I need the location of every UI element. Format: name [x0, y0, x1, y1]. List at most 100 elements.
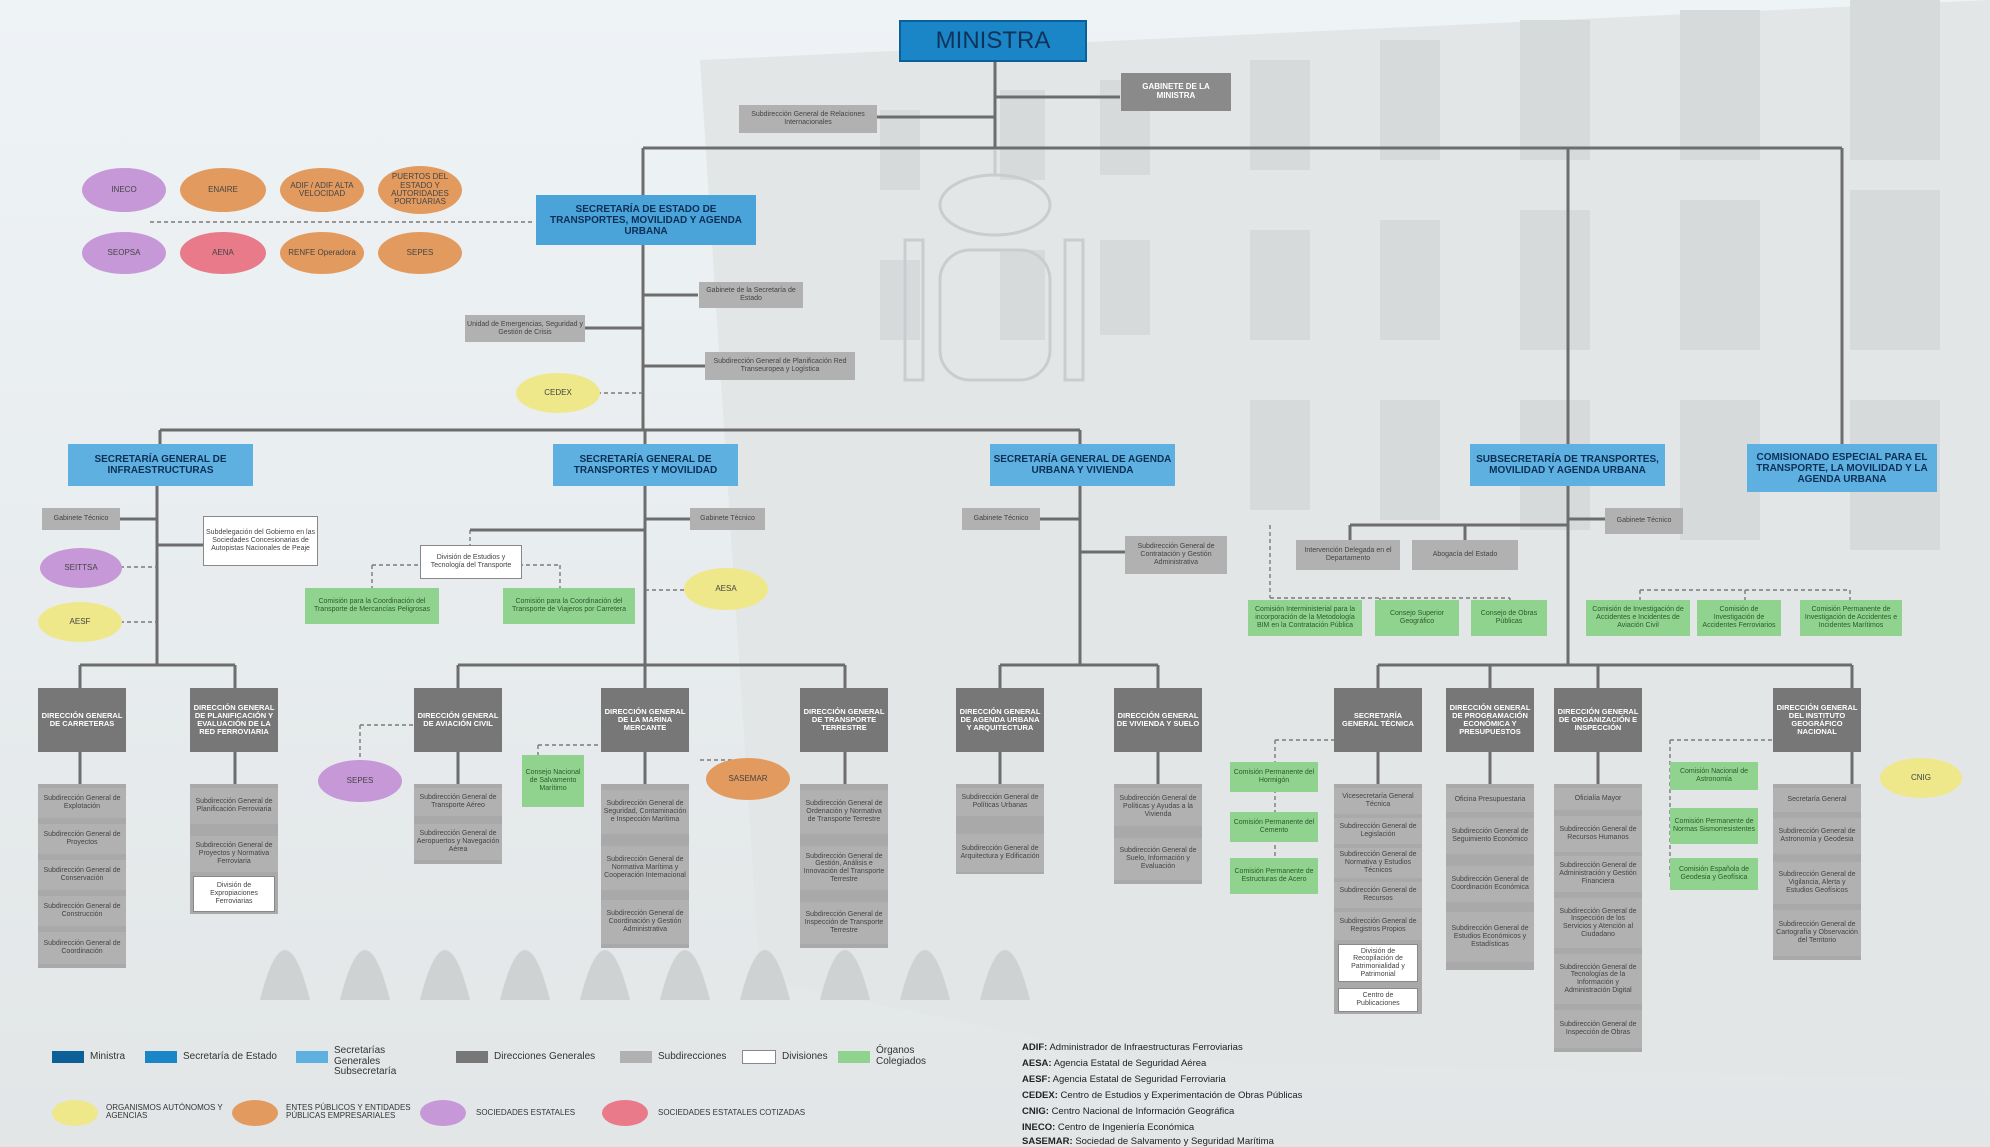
sg-planificacion-box[interactable]: Subdirección General de Planificación Re…: [705, 352, 855, 380]
organo-consejo-obras-publicas[interactable]: Consejo de Obras Públicas: [1471, 600, 1547, 636]
planif-division-expropiaciones[interactable]: División de Expropiaciones Ferroviarias: [193, 876, 275, 912]
infra-gabinete-tecnico-box[interactable]: Gabinete Técnico: [42, 508, 120, 530]
terrestre-sub-gestion[interactable]: Subdirección General de Gestión, Análisi…: [800, 846, 888, 890]
sg-agenda-urbana-box[interactable]: SECRETARÍA GENERAL DE AGENDA URBANA Y VI…: [990, 444, 1175, 486]
sgt-comision-cemento[interactable]: Comisión Permanente del Cemento: [1230, 812, 1318, 842]
marina-sub-normativa[interactable]: Subdirección General de Normativa Maríti…: [601, 846, 689, 890]
terrestre-sub-inspeccion[interactable]: Subdirección General de Inspección de Tr…: [800, 902, 888, 944]
org-sub-oficialia-mayor[interactable]: Oficialía Mayor: [1554, 788, 1642, 810]
sgt-comision-acero[interactable]: Comisión Permanente de Estructuras de Ac…: [1230, 858, 1318, 894]
aviacion-sub-aeropuertos[interactable]: Subdirección General de Aeropuertos y Na…: [414, 824, 502, 860]
dg-transporte-terrestre-box[interactable]: DIRECCIÓN GENERAL DE TRANSPORTE TERRESTR…: [800, 688, 888, 752]
agenda-sub-politicas-urbanas[interactable]: Subdirección General de Políticas Urbana…: [956, 788, 1044, 816]
prog-sub-seguimiento[interactable]: Subdirección General de Seguimiento Econ…: [1446, 818, 1534, 854]
sgt-div-patrimonialidad[interactable]: División de Recopilación de Patrimoniali…: [1338, 944, 1418, 982]
vivienda-sub-suelo[interactable]: Subdirección General de Suelo, Informaci…: [1114, 838, 1202, 880]
org-sub-recursos-humanos[interactable]: Subdirección General de Recursos Humanos: [1554, 816, 1642, 852]
organo-comision-aviacion-civil[interactable]: Comisión de Investigación de Accidentes …: [1586, 600, 1690, 636]
comision-transporte-viajeros[interactable]: Comisión para la Coordinación del Transp…: [503, 588, 635, 624]
carreteras-sub-coordinacion[interactable]: Subdirección General de Coordinación: [38, 932, 126, 964]
vivienda-sub-politicas-ayudas[interactable]: Subdirección General de Políticas y Ayud…: [1114, 788, 1202, 826]
infra-delegacion-gobierno-box[interactable]: Subdelegación del Gobierno en las Socied…: [203, 516, 318, 566]
sepes-aviacion-oval[interactable]: SEPES: [318, 760, 402, 802]
ineco-oval[interactable]: INECO: [82, 168, 166, 212]
gabinete-ministra-box[interactable]: GABINETE DE LA MINISTRA: [1121, 73, 1231, 111]
sgt-sub-registros[interactable]: Subdirección General de Registros Propio…: [1334, 912, 1422, 940]
sg-relaciones-internacionales-box[interactable]: Subdirección General de Relaciones Inter…: [739, 105, 877, 133]
sg-transportes-movilidad-box[interactable]: SECRETARÍA GENERAL DE TRANSPORTES Y MOVI…: [553, 444, 738, 486]
transp-gabinete-tecnico-box[interactable]: Gabinete Técnico: [690, 508, 765, 530]
carreteras-sub-proyectos[interactable]: Subdirección General de Proyectos: [38, 824, 126, 854]
aesf-oval[interactable]: AESF: [38, 602, 122, 642]
planif-sub-proyectos-normativa[interactable]: Subdirección General de Proyectos y Norm…: [190, 836, 278, 872]
dg-marina-mercante-box[interactable]: DIRECCIÓN GENERAL DE LA MARINA MERCANTE: [601, 688, 689, 752]
ign-sub-vigilancia[interactable]: Subdirección General de Vigilancia, Aler…: [1773, 862, 1861, 904]
sgt-sub-normativa[interactable]: Subdirección General de Normativa y Estu…: [1334, 848, 1422, 878]
dg-instituto-geografico-box[interactable]: DIRECCIÓN GENERAL DEL INSTITUTO GEOGRÁFI…: [1773, 688, 1861, 752]
carreteras-sub-conservacion[interactable]: Subdirección General de Conservación: [38, 860, 126, 890]
planif-sub-planificacion[interactable]: Subdirección General de Planificación Fe…: [190, 788, 278, 824]
intervencion-delegada-box[interactable]: Intervención Delegada en el Departamento: [1296, 540, 1400, 570]
agenda-sg-contratacion-box[interactable]: Subdirección General de Contratación y G…: [1125, 536, 1227, 574]
comisionado-especial-box[interactable]: COMISIONADO ESPECIAL PARA EL TRANSPORTE,…: [1747, 444, 1937, 492]
seittsa-oval[interactable]: SEITTSA: [40, 548, 122, 588]
terrestre-sub-ordenacion[interactable]: Subdirección General de Ordenación y Nor…: [800, 790, 888, 834]
dg-programacion-economica-box[interactable]: DIRECCIÓN GENERAL DE PROGRAMACIÓN ECONÓM…: [1446, 688, 1534, 752]
aviacion-sub-transporte-aereo[interactable]: Subdirección General de Transporte Aéreo: [414, 788, 502, 816]
comision-mercancias-peligrosas[interactable]: Comisión para la Coordinación del Transp…: [305, 588, 439, 624]
adif-oval[interactable]: ADIF / ADIF ALTA VELOCIDAD: [280, 168, 364, 212]
dg-organizacion-inspeccion-box[interactable]: DIRECCIÓN GENERAL DE ORGANIZACIÓN E INSP…: [1554, 688, 1642, 752]
puertos-estado-oval[interactable]: PUERTOS DEL ESTADO Y AUTORIDADES PORTUAR…: [378, 166, 462, 214]
transp-division-estudios-box[interactable]: División de Estudios y Tecnología del Tr…: [420, 545, 522, 579]
prog-sub-oficina-presupuestaria[interactable]: Oficina Presupuestaria: [1446, 788, 1534, 812]
sgt-comision-hormigon[interactable]: Comisión Permanente del Hormigón: [1230, 762, 1318, 792]
consejo-salvamento-maritimo[interactable]: Consejo Nacional de Salvamento Marítimo: [522, 755, 584, 807]
sasemar-oval[interactable]: SASEMAR: [706, 758, 790, 800]
secretaria-estado-box[interactable]: SECRETARÍA DE ESTADO DE TRANSPORTES, MOV…: [536, 195, 756, 245]
org-sub-inspeccion-obras[interactable]: Subdirección General de Inspección de Ob…: [1554, 1010, 1642, 1048]
org-sub-tecnologias[interactable]: Subdirección General de Tecnologías de l…: [1554, 954, 1642, 1004]
dg-aviacion-civil-box[interactable]: DIRECCIÓN GENERAL DE AVIACIÓN CIVIL: [414, 688, 502, 752]
ign-comision-geodesia[interactable]: Comisión Española de Geodesia y Geofísic…: [1670, 858, 1758, 890]
ministra-box[interactable]: MINISTRA: [899, 20, 1087, 62]
marina-sub-coordinacion[interactable]: Subdirección General de Coordinación y G…: [601, 900, 689, 944]
agenda-sub-arquitectura[interactable]: Subdirección General de Arquitectura y E…: [956, 834, 1044, 872]
gabinete-secretaria-estado-box[interactable]: Gabinete de la Secretaría de Estado: [699, 282, 803, 308]
abogacia-estado-box[interactable]: Abogacía del Estado: [1412, 540, 1518, 570]
dg-vivienda-suelo-box[interactable]: DIRECCIÓN GENERAL DE VIVIENDA Y SUELO: [1114, 688, 1202, 752]
enaire-oval[interactable]: ENAIRE: [180, 168, 266, 212]
carreteras-sub-explotacion[interactable]: Subdirección General de Explotación: [38, 788, 126, 818]
subsec-gabinete-tecnico-box[interactable]: Gabinete Técnico: [1605, 508, 1683, 534]
dg-secretaria-general-tecnica-box[interactable]: SECRETARÍA GENERAL TÉCNICA: [1334, 688, 1422, 752]
organo-comision-ferroviarios[interactable]: Comisión de Investigación de Accidentes …: [1697, 600, 1781, 636]
org-sub-inspeccion-servicios[interactable]: Subdirección General de Inspección de lo…: [1554, 898, 1642, 948]
subsecretaria-box[interactable]: SUBSECRETARÍA DE TRANSPORTES, MOVILIDAD …: [1470, 444, 1665, 486]
sg-infraestructuras-box[interactable]: SECRETARÍA GENERAL DE INFRAESTRUCTURAS: [68, 444, 253, 486]
ign-sub-cartografia[interactable]: Subdirección General de Cartografía y Ob…: [1773, 910, 1861, 956]
ign-comision-astronomia[interactable]: Comisión Nacional de Astronomía: [1670, 762, 1758, 790]
org-sub-administracion[interactable]: Subdirección General de Administración y…: [1554, 856, 1642, 892]
renfe-oval[interactable]: RENFE Operadora: [280, 232, 364, 274]
ign-sub-secretaria-general[interactable]: Secretaría General: [1773, 788, 1861, 812]
dg-planificacion-ferroviaria-box[interactable]: DIRECCIÓN GENERAL DE PLANIFICACIÓN Y EVA…: [190, 688, 278, 752]
sgt-sub-legislacion[interactable]: Subdirección General de Legislación: [1334, 818, 1422, 844]
cedex-oval[interactable]: CEDEX: [516, 373, 600, 413]
agenda-gabinete-tecnico-box[interactable]: Gabinete Técnico: [962, 508, 1040, 530]
marina-sub-seguridad[interactable]: Subdirección General de Seguridad, Conta…: [601, 790, 689, 834]
organo-consejo-geografico[interactable]: Consejo Superior Geográfico: [1375, 600, 1459, 636]
aesa-oval[interactable]: AESA: [684, 568, 768, 610]
aena-oval[interactable]: AENA: [180, 232, 266, 274]
prog-sub-coordinacion[interactable]: Subdirección General de Coordinación Eco…: [1446, 866, 1534, 902]
cnig-oval[interactable]: CNIG: [1880, 758, 1962, 798]
organo-comision-maritimos[interactable]: Comisión Permanente de Investigación de …: [1800, 600, 1902, 636]
ign-sub-astronomia-geodesia[interactable]: Subdirección General de Astronomía y Geo…: [1773, 818, 1861, 854]
organo-comision-bim[interactable]: Comisión Interministerial para la incorp…: [1248, 600, 1362, 636]
seopsa-oval[interactable]: SEOPSA: [82, 232, 166, 274]
sepes-oval[interactable]: SEPES: [378, 232, 462, 274]
sgt-sub-vicesecretaria[interactable]: Vicesecretaría General Técnica: [1334, 788, 1422, 814]
ign-comision-sismorresistentes[interactable]: Comisión Permanente de Normas Sismorresi…: [1670, 808, 1758, 844]
sgt-div-publicaciones[interactable]: Centro de Publicaciones: [1338, 988, 1418, 1012]
unidad-emergencias-box[interactable]: Unidad de Emergencias, Seguridad y Gesti…: [465, 315, 585, 342]
dg-agenda-urbana-box[interactable]: DIRECCIÓN GENERAL DE AGENDA URBANA Y ARQ…: [956, 688, 1044, 752]
dg-carreteras-box[interactable]: DIRECCIÓN GENERAL DE CARRETERAS: [38, 688, 126, 752]
